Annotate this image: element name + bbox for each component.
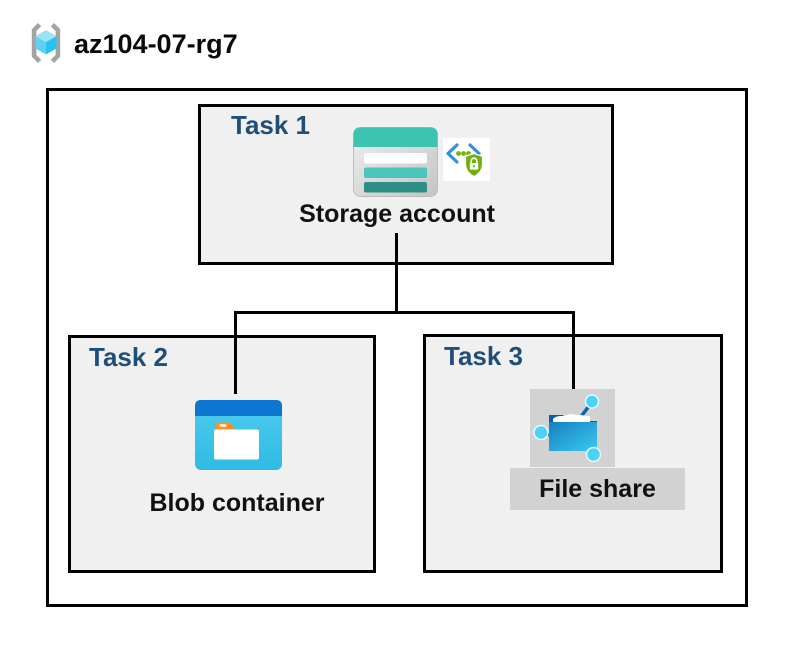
task2-label: Task 2 (89, 342, 169, 372)
file-share-icon (530, 389, 615, 467)
secure-endpoint-shield-icon (443, 138, 490, 181)
task3-label: Task 3 (444, 341, 524, 371)
blob-container-icon (195, 400, 282, 470)
file-share-label-band: File share (510, 468, 685, 510)
storage-account-label: Storage account (299, 200, 495, 228)
blob-container-label: Blob container (149, 489, 325, 517)
connector-branch-line (234, 311, 575, 314)
resource-group-icon (31, 23, 61, 63)
task1-label: Task 1 (231, 110, 311, 140)
connector-fileshare-drop (572, 311, 575, 390)
resource-group-title: az104-07-rg7 (74, 29, 238, 59)
storage-account-icon (353, 127, 438, 197)
connector-blob-drop (234, 311, 237, 394)
connector-storage-stem (395, 233, 398, 313)
file-share-label: File share (539, 474, 656, 503)
